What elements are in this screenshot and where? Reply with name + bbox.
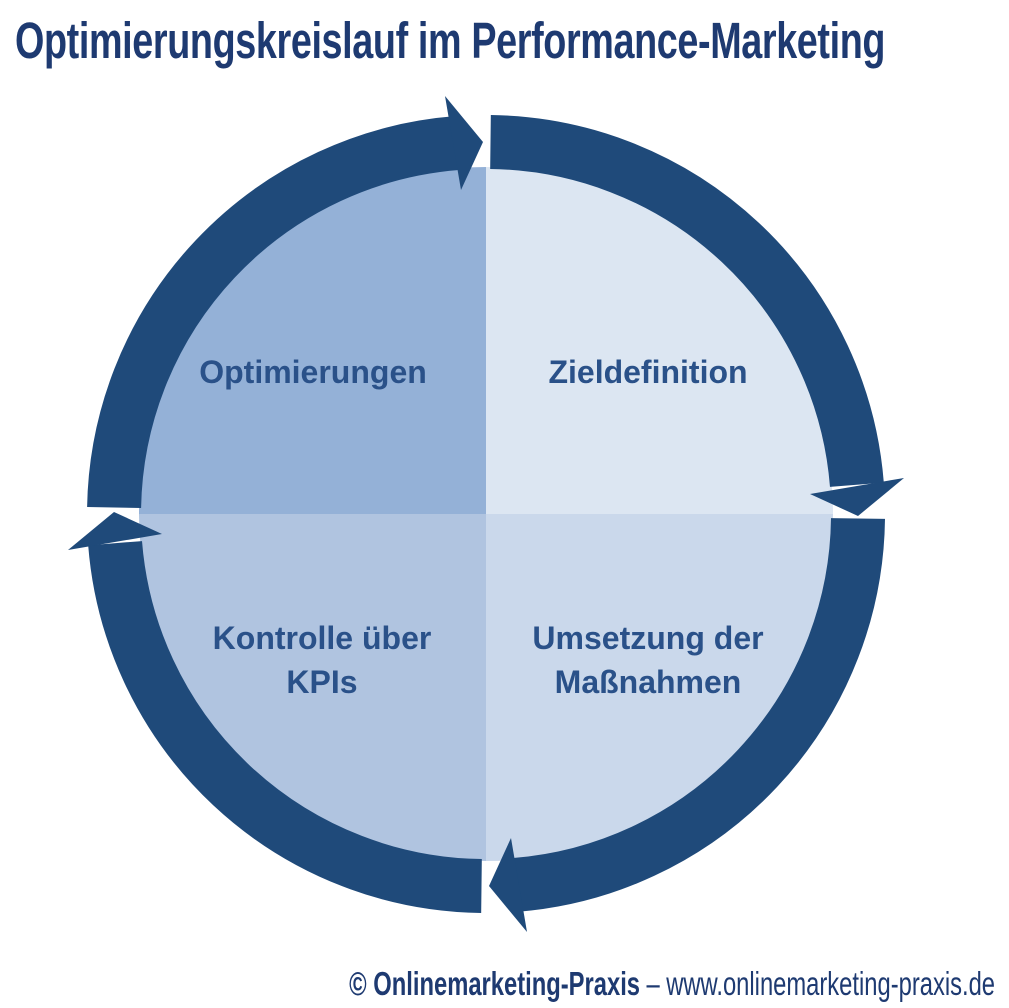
ring-arc-right-to-bottom	[513, 518, 885, 912]
step-label-zieldefinition: Zieldefinition	[548, 353, 748, 390]
footer-website: www.onlinemarketing-praxis.de	[666, 965, 995, 1002]
quadrant-top-right	[486, 167, 833, 514]
footer-separator: –	[646, 965, 660, 1002]
step-label-umsetzung-der-massnahmen: Umsetzung der Maßnahmen	[532, 619, 764, 700]
cycle-arrow-left-icon	[68, 512, 162, 550]
cycle-ring	[68, 96, 904, 932]
quadrant-bottom-right	[486, 514, 833, 861]
ring-arc-left-to-top	[87, 116, 459, 509]
step-label-optimierungen: Optimierungen	[199, 353, 427, 390]
cycle-arrow-bottom-icon	[489, 838, 527, 932]
quadrant-top-left	[139, 167, 486, 514]
cycle-arrow-right-icon	[810, 478, 904, 516]
footer-copyright: © Onlinemarketing-Praxis	[349, 965, 640, 1002]
step-label-kontrolle-ueber-kpis: Kontrolle über KPIs	[212, 619, 432, 700]
footer-credit: © Onlinemarketing-Praxis–www.onlinemarke…	[349, 965, 995, 1003]
diagram-title: Optimierungskreislauf im Performance-Mar…	[15, 12, 886, 69]
ring-arc-bottom-to-left	[88, 541, 482, 913]
quadrant-bottom-left	[139, 514, 486, 861]
ring-arc-top-to-right	[490, 115, 884, 487]
cycle-arrow-top-icon	[445, 96, 483, 190]
